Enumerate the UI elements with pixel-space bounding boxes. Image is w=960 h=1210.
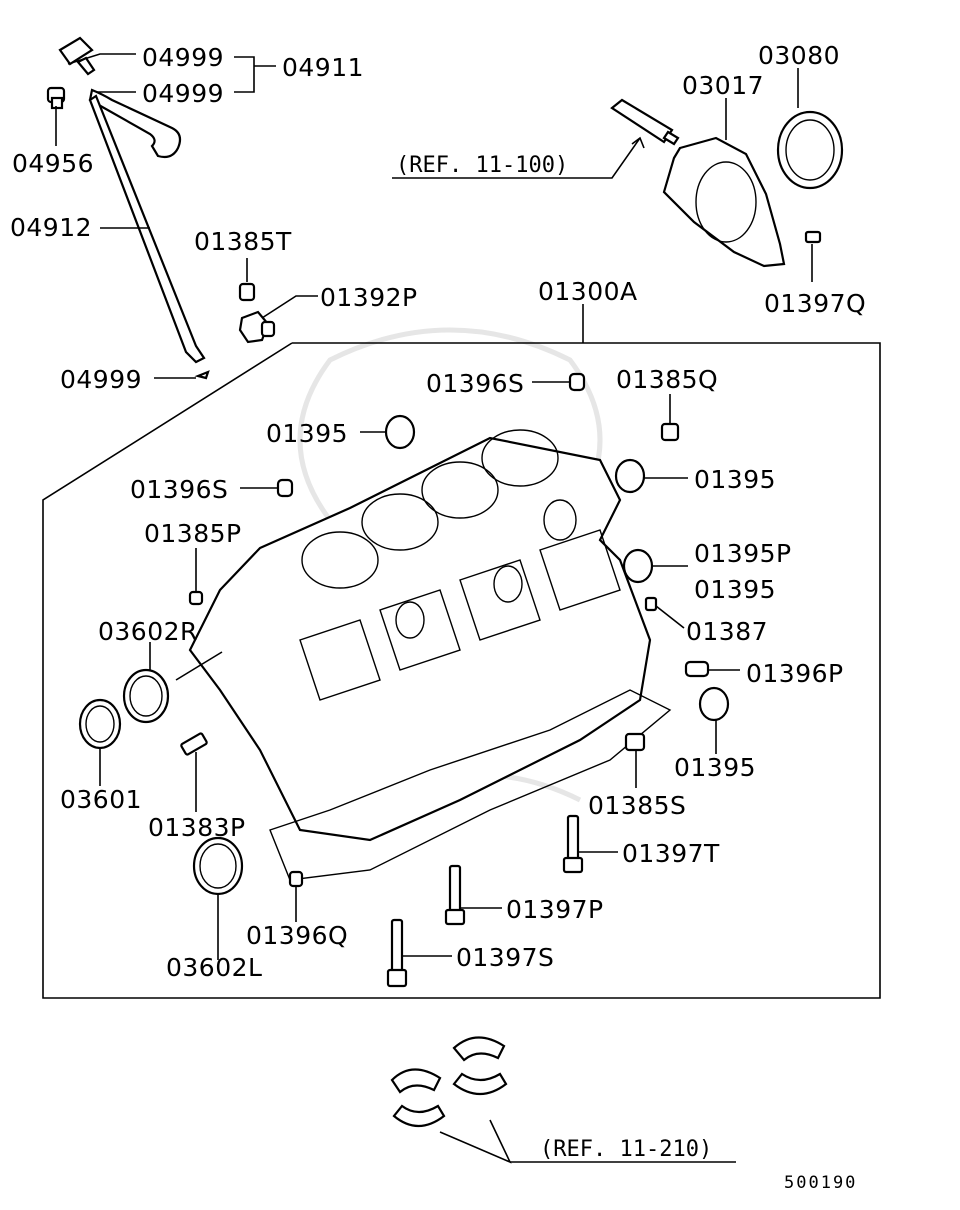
label-01396P: 01396P: [746, 659, 844, 688]
plug-01385T: [238, 258, 256, 302]
label-01385S: 01385S: [588, 791, 686, 820]
oil-seal-case-03017: [662, 136, 786, 268]
label-01385Q: 01385Q: [616, 365, 718, 394]
label-01397Q: 01397Q: [764, 289, 866, 318]
label-01396S-b: 01396S: [130, 475, 228, 504]
label-01385T: 01385T: [194, 227, 292, 256]
label-03602L: 03602L: [166, 953, 262, 982]
bolt-01397T: [562, 814, 584, 874]
sealant-tube: [610, 98, 680, 146]
cup-plug-01395-a: [384, 414, 416, 450]
label-01385P: 01385P: [144, 519, 242, 548]
bushing-03602R: [122, 668, 170, 724]
bolt-04956: [46, 86, 66, 110]
cup-plug-01395-d: [698, 686, 730, 722]
label-04999-b: 04999: [142, 79, 224, 108]
label-01397T: 01397T: [622, 839, 720, 868]
label-03017: 03017: [682, 71, 764, 100]
label-01387: 01387: [686, 617, 768, 646]
pin-01396Q: [288, 870, 304, 888]
bushing-03602L: [192, 836, 244, 896]
pin-01387: [644, 596, 658, 612]
label-01383P: 01383P: [148, 813, 246, 842]
label-01395P: 01395P: [694, 539, 792, 568]
plug-01385P: [188, 590, 204, 606]
bolt-01397P: [444, 864, 466, 926]
label-04956: 04956: [12, 149, 94, 178]
label-04999-a: 04999: [142, 43, 224, 72]
label-01397P: 01397P: [506, 895, 604, 924]
label-01395-d: 01395: [674, 753, 756, 782]
cup-plug-01395P: [622, 548, 654, 584]
label-01392P: 01392P: [320, 283, 418, 312]
bolt-01397S: [386, 918, 408, 988]
oil-seal-03080: [776, 110, 844, 190]
label-01396S-a: 01396S: [426, 369, 524, 398]
plug-01385S: [624, 732, 646, 752]
label-04999-c: 04999: [60, 365, 142, 394]
label-04912: 04912: [10, 213, 92, 242]
label-01395-b: 01395: [694, 465, 776, 494]
bushing-03601: [78, 698, 122, 750]
assembly-frame: [42, 342, 881, 999]
cylinder-block-01300A: [188, 429, 672, 881]
bolt-01397Q: [804, 230, 822, 282]
label-03080: 03080: [758, 41, 840, 70]
fitting-01392P: [238, 295, 318, 344]
label-04911: 04911: [282, 53, 364, 82]
ref-11-100[interactable]: (REF. 11-100): [396, 153, 568, 178]
label-03601: 03601: [60, 785, 142, 814]
stud-01383P: [180, 732, 208, 756]
label-03602R: 03602R: [98, 617, 198, 646]
plug-01385Q: [660, 422, 680, 442]
label-01395-a: 01395: [266, 419, 348, 448]
dipstick-assembly: [58, 36, 210, 380]
label-01396Q: 01396Q: [246, 921, 348, 950]
cup-plug-01395-b: [614, 458, 646, 494]
ref-11-210[interactable]: (REF. 11-210): [540, 1137, 712, 1162]
pin-01396S-b: [276, 478, 294, 498]
pin-01396P: [684, 660, 710, 678]
pin-01396S-a: [568, 372, 586, 392]
bearing-shells: [390, 1036, 508, 1128]
label-01397S: 01397S: [456, 943, 554, 972]
label-01300A: 01300A: [538, 277, 638, 306]
label-01395-c: 01395: [694, 575, 776, 604]
diagram-code: 500190: [784, 1173, 857, 1193]
